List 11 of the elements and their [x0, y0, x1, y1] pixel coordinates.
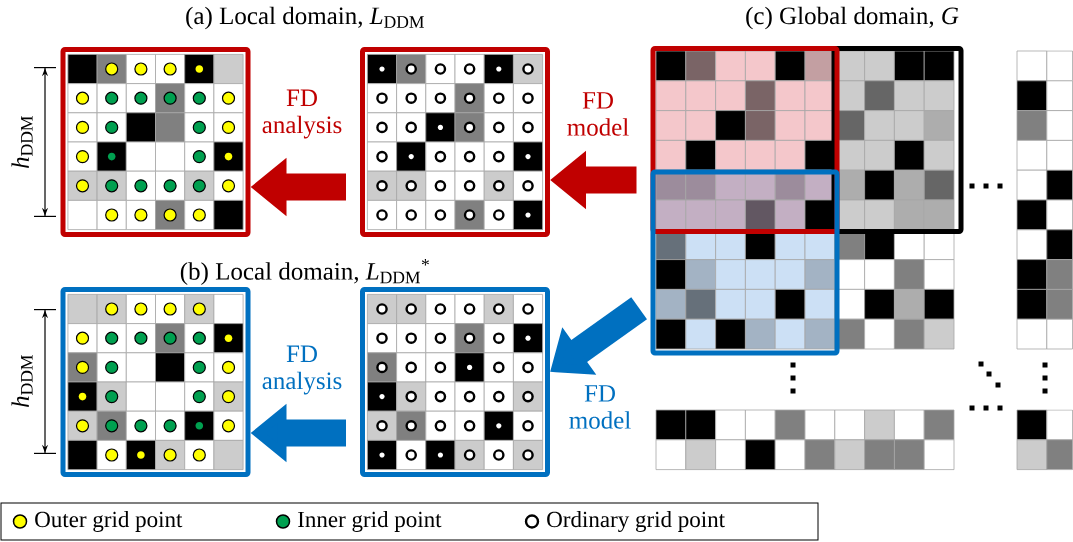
legend-label: Outer grid point [35, 511, 183, 532]
legend-label: Ordinary grid point [547, 511, 725, 532]
legend-label: Inner grid point [298, 511, 442, 532]
domain-frame [650, 169, 840, 356]
edge-label: FD analysis [262, 89, 342, 139]
edge-label: FD model [567, 92, 629, 136]
panel-heading: (b) Local domain, L$_{DDM}$* [180, 259, 429, 285]
edge-label: FD analysis [262, 345, 342, 395]
edge-label: FD model [569, 385, 631, 429]
panel-heading: (a) Local domain, L$_{DDM}$ [186, 6, 424, 30]
domain-frame [650, 46, 840, 234]
